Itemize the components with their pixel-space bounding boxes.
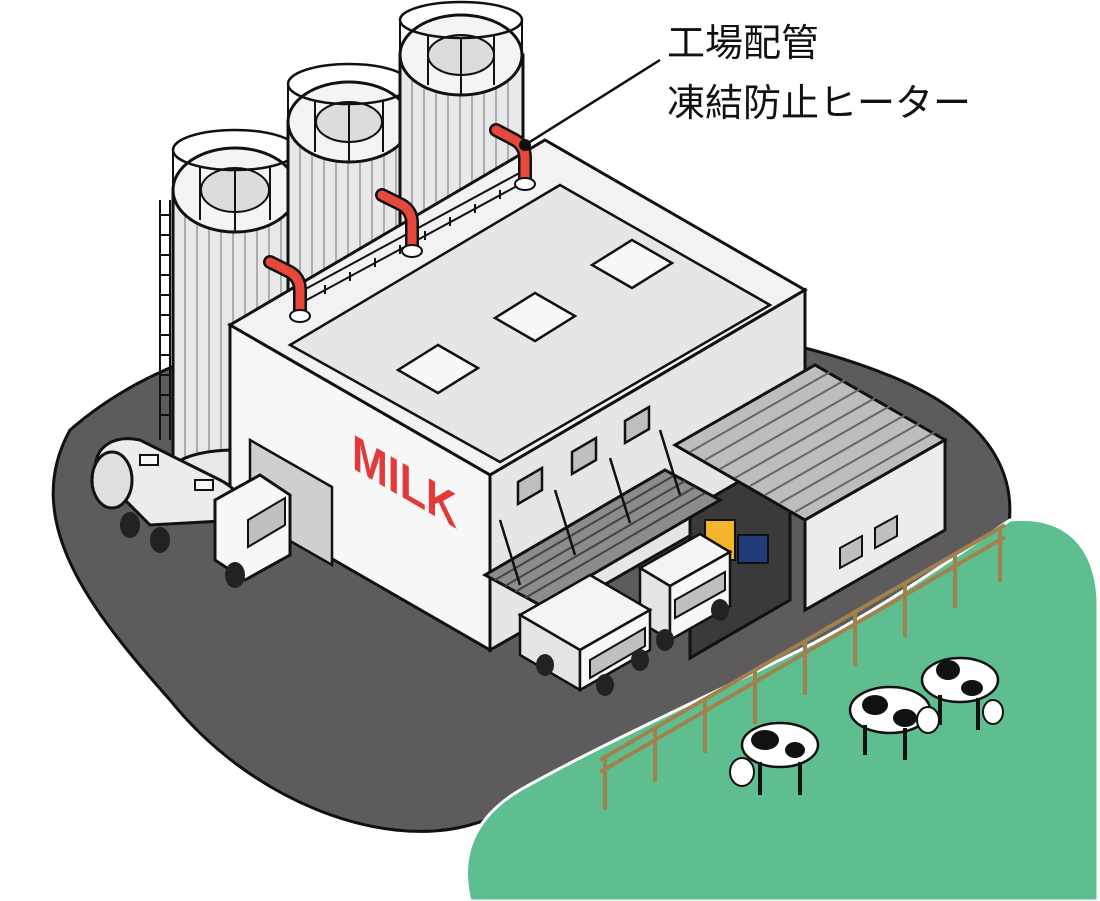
truck-wheel <box>656 629 674 651</box>
milk-tanker-truck <box>90 437 292 588</box>
wall-window <box>570 435 598 477</box>
wall-window <box>623 404 651 446</box>
truck-wheel <box>631 649 649 671</box>
truck-wheel <box>120 512 140 538</box>
grass-field <box>465 517 1100 901</box>
truck-wheel <box>225 562 245 588</box>
cow <box>920 656 1004 730</box>
dock-canopy <box>481 429 724 607</box>
truck-wheel <box>596 674 614 696</box>
pasture-fence <box>598 523 1007 810</box>
annex-window <box>839 534 863 570</box>
heater-pipes <box>263 123 536 323</box>
truck-wheel <box>150 527 170 553</box>
annex-building <box>671 363 949 613</box>
cow <box>848 685 940 760</box>
skylight <box>492 291 578 343</box>
crate-stack-navy <box>737 534 769 564</box>
annex-window <box>874 514 898 550</box>
truck-wheel <box>711 599 729 621</box>
truck-wheel <box>536 654 554 676</box>
skylight <box>589 238 675 290</box>
callout-label-line2: 凍結防止ヒーター <box>667 81 971 125</box>
delivery-truck <box>517 573 653 696</box>
wall-window <box>516 465 544 507</box>
callout-leader-line <box>524 58 661 147</box>
cow <box>729 721 820 795</box>
callout-label-line1: 工場配管 <box>667 21 819 65</box>
skylight <box>395 343 481 395</box>
